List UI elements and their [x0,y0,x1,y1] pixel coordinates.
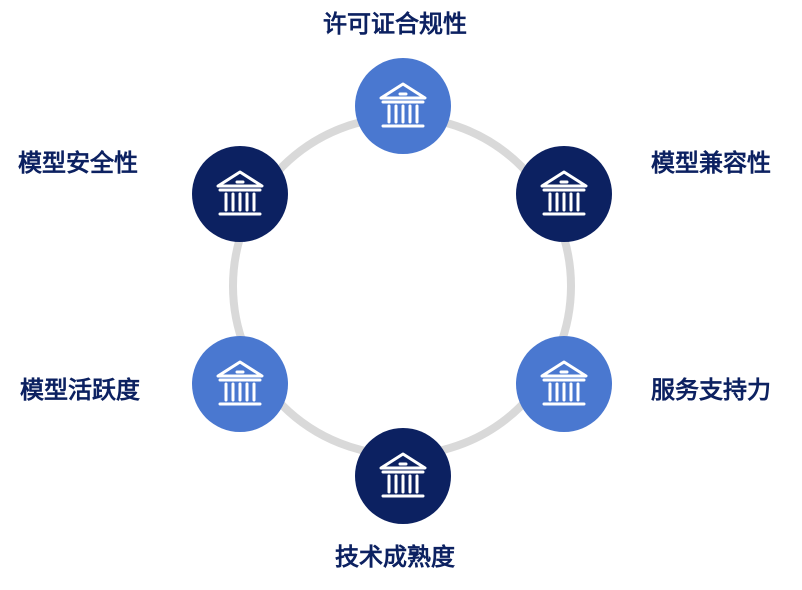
bank-icon [212,166,268,222]
bank-icon [536,356,592,412]
node-label-maturity: 技术成熟度 [335,543,455,571]
bank-icon [212,356,268,412]
node-compat [516,146,612,242]
node-maturity [355,428,451,524]
node-label-activity: 模型活跃度 [20,376,140,404]
node-activity [192,336,288,432]
bank-icon [536,166,592,222]
node-label-compliance: 许可证合规性 [323,10,467,38]
node-label-security: 模型安全性 [18,149,138,177]
node-label-support: 服务支持力 [651,376,771,404]
node-security [192,146,288,242]
bank-icon [375,448,431,504]
node-support [516,336,612,432]
bank-icon [375,78,431,134]
node-label-compat: 模型兼容性 [651,149,771,177]
node-compliance [355,58,451,154]
